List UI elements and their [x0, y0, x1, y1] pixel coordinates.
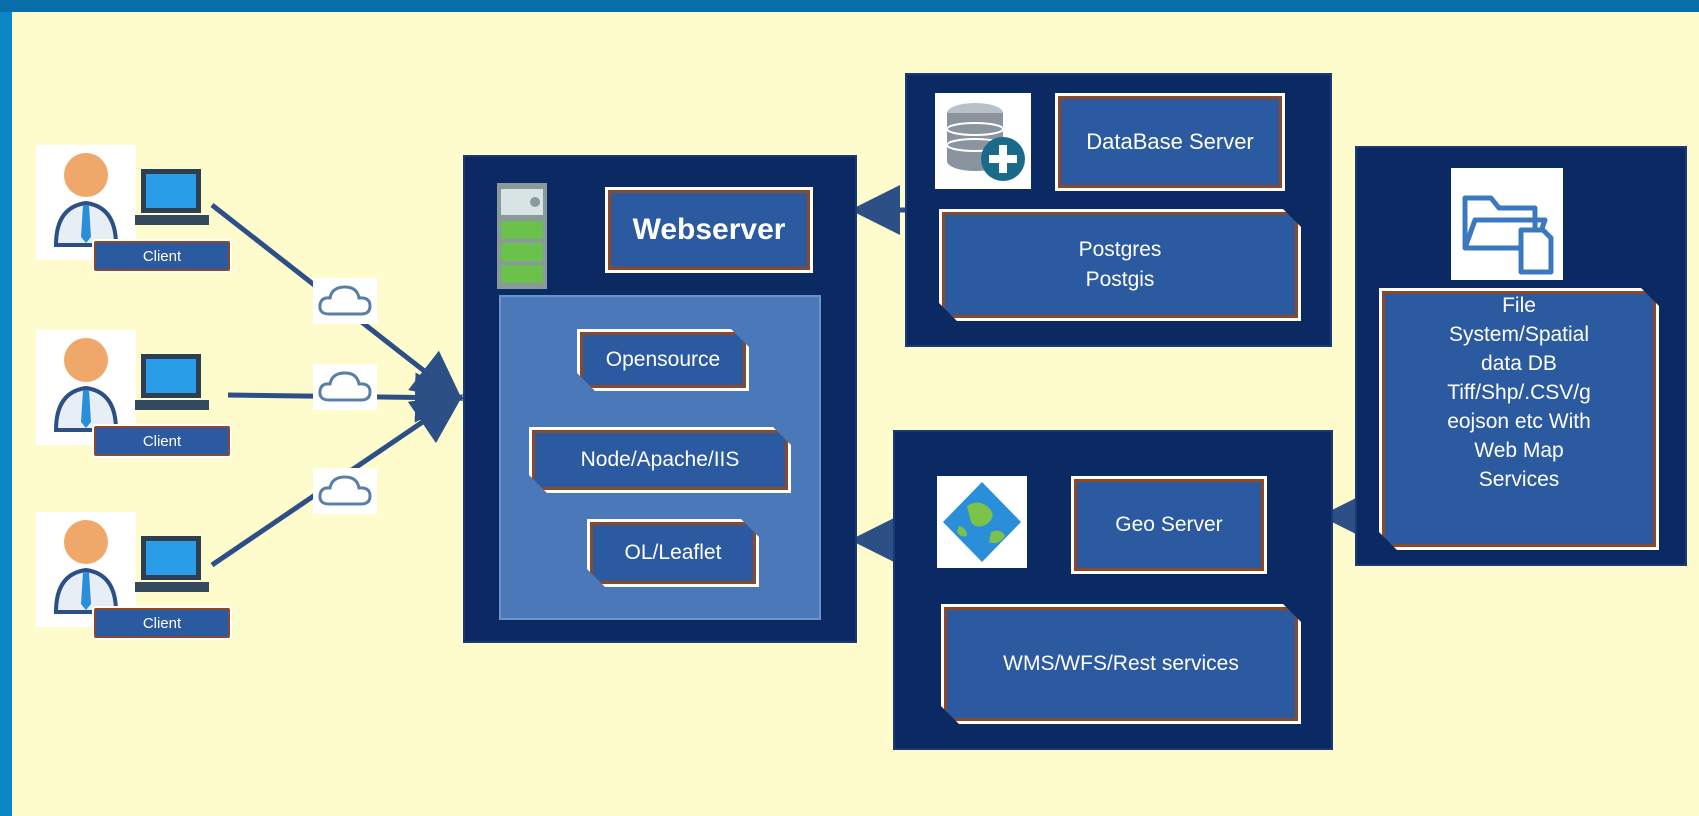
laptop-icon	[133, 532, 213, 600]
server-rack-icon	[497, 183, 547, 289]
client-node: Client	[36, 330, 236, 470]
cloud-icon	[313, 278, 377, 324]
client-label: Client	[92, 424, 232, 458]
user-with-laptop-icon	[36, 145, 136, 260]
webserver-title: Webserver	[605, 187, 813, 273]
geo-server-title: Geo Server	[1071, 476, 1267, 574]
opensource-label: Opensource	[577, 329, 749, 391]
cloud-icon	[313, 364, 377, 410]
file-system-line: File	[1502, 294, 1536, 317]
file-system-line: data DB	[1481, 352, 1557, 375]
client-label: Client	[92, 606, 232, 640]
geo-server-panel: Geo Server WMS/WFS/Rest services	[893, 430, 1333, 750]
globe-icon	[937, 476, 1027, 568]
postgis-label: Postgis	[1085, 268, 1155, 291]
client-label: Client	[92, 239, 232, 273]
client-node: Client	[36, 145, 236, 285]
file-system-line: Services	[1478, 468, 1560, 491]
file-system-line: Tiff/Shp/.CSV/g	[1447, 381, 1591, 404]
file-system-line: Web Map	[1474, 439, 1564, 462]
file-system-panel: File System/Spatial data DB Tiff/Shp/.CS…	[1355, 146, 1687, 566]
webserver-panel: Webserver Opensource Node/Apache/IIS OL/…	[463, 155, 857, 643]
file-system-detail: File System/Spatial data DB Tiff/Shp/.CS…	[1379, 288, 1659, 550]
cloud-icon	[313, 468, 377, 514]
top-banner	[0, 0, 1699, 12]
postgres-label: Postgres	[1078, 238, 1162, 261]
wms-wfs-rest-label: WMS/WFS/Rest services	[941, 604, 1301, 724]
folder-file-icon	[1451, 168, 1563, 280]
webserver-stack: Opensource Node/Apache/IIS OL/Leaflet	[499, 295, 821, 620]
ol-leaflet-label: OL/Leaflet	[587, 519, 759, 587]
laptop-icon	[133, 350, 213, 418]
database-server-panel: DataBase Server Postgres Postgis	[905, 73, 1332, 347]
file-system-line: eojson etc With	[1447, 410, 1591, 433]
laptop-icon	[133, 165, 213, 233]
client-node: Client	[36, 512, 236, 652]
database-plus-icon	[935, 93, 1031, 189]
file-system-line: System/Spatial	[1448, 323, 1590, 346]
node-apache-iis-label: Node/Apache/IIS	[529, 427, 791, 493]
database-detail: Postgres Postgis	[939, 209, 1301, 321]
database-server-title: DataBase Server	[1055, 93, 1285, 191]
